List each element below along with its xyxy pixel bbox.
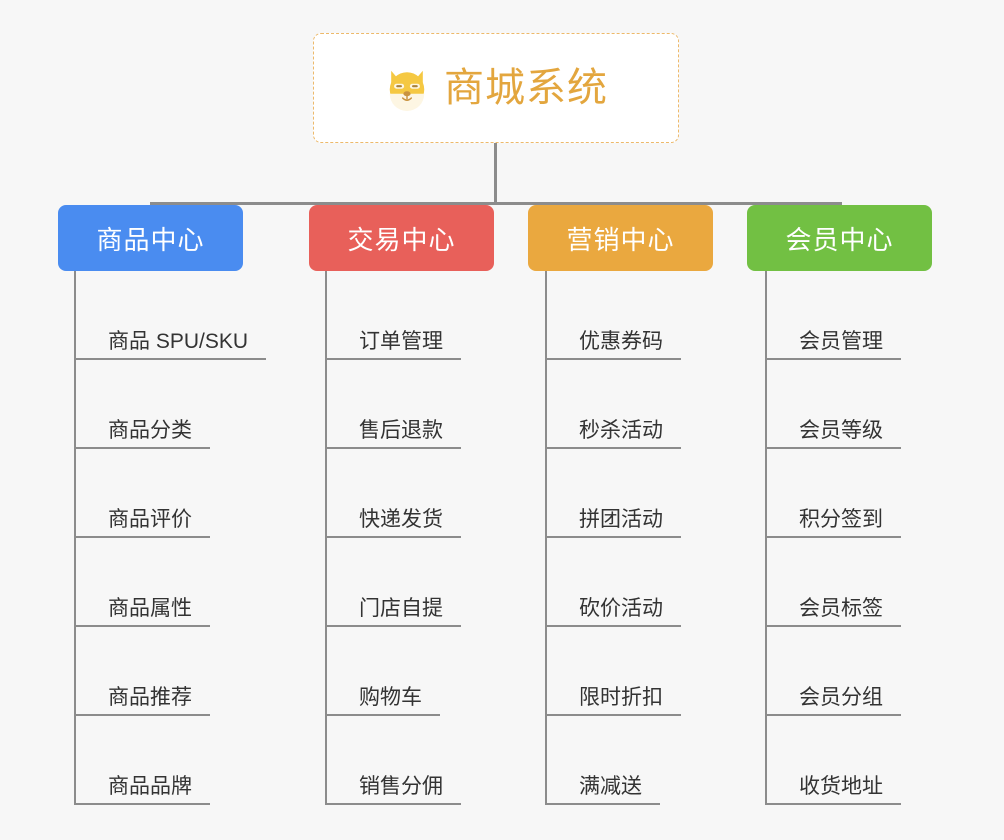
connector-horizontal-bus bbox=[150, 202, 840, 205]
shiba-dog-face-icon bbox=[389, 70, 425, 111]
branch-spine bbox=[74, 271, 76, 805]
category-box-2[interactable]: 交易中心 bbox=[309, 205, 494, 271]
leaf-item-label: 订单管理 bbox=[359, 330, 443, 353]
branch-spine bbox=[325, 271, 327, 805]
leaf-item-label: 商品 SPU/SKU bbox=[108, 330, 249, 353]
leaf-underline bbox=[765, 714, 901, 716]
leaf-item-label: 商品推荐 bbox=[108, 686, 192, 709]
leaf-item-label: 积分签到 bbox=[799, 508, 883, 531]
leaf-underline bbox=[74, 714, 210, 716]
leaf-item[interactable]: 优惠券码 bbox=[545, 271, 681, 360]
leaf-item[interactable]: 收货地址 bbox=[765, 716, 901, 805]
leaf-item-label: 秒杀活动 bbox=[579, 419, 663, 442]
category-label: 商品中心 bbox=[96, 224, 205, 255]
leaf-underline bbox=[74, 358, 267, 360]
leaf-item-label: 商品属性 bbox=[108, 597, 192, 620]
category-label: 会员中心 bbox=[785, 224, 894, 255]
category-label: 交易中心 bbox=[347, 224, 456, 255]
leaf-item-label: 会员标签 bbox=[799, 597, 883, 620]
leaf-item-label: 购物车 bbox=[359, 686, 422, 709]
leaf-item[interactable]: 秒杀活动 bbox=[545, 360, 681, 449]
leaf-underline bbox=[74, 447, 210, 449]
leaf-underline bbox=[325, 358, 461, 360]
leaf-item[interactable]: 会员管理 bbox=[765, 271, 901, 360]
leaf-item[interactable]: 销售分佣 bbox=[325, 716, 461, 805]
leaf-item[interactable]: 商品品牌 bbox=[74, 716, 210, 805]
category-box-3[interactable]: 营销中心 bbox=[528, 205, 713, 271]
leaf-item-label: 售后退款 bbox=[359, 419, 443, 442]
leaf-underline bbox=[545, 803, 660, 805]
root-title: 商城系统 bbox=[444, 66, 608, 110]
leaf-item[interactable]: 积分签到 bbox=[765, 449, 901, 538]
leaf-item[interactable]: 满减送 bbox=[545, 716, 660, 805]
branch-spine bbox=[765, 271, 767, 805]
leaf-item[interactable]: 限时折扣 bbox=[545, 627, 681, 716]
root-node[interactable]: 商城系统 bbox=[313, 33, 679, 143]
category-label: 营销中心 bbox=[566, 224, 675, 255]
leaf-item[interactable]: 会员分组 bbox=[765, 627, 901, 716]
leaf-item-label: 快递发货 bbox=[359, 508, 443, 531]
leaf-item-label: 门店自提 bbox=[359, 597, 443, 620]
leaf-underline bbox=[325, 803, 461, 805]
leaf-item[interactable]: 门店自提 bbox=[325, 538, 461, 627]
leaf-item[interactable]: 会员标签 bbox=[765, 538, 901, 627]
leaf-underline bbox=[545, 625, 681, 627]
connector-root-stem bbox=[494, 143, 497, 205]
leaf-item[interactable]: 商品分类 bbox=[74, 360, 210, 449]
leaf-underline bbox=[545, 536, 681, 538]
leaf-item[interactable]: 砍价活动 bbox=[545, 538, 681, 627]
leaf-underline bbox=[325, 625, 461, 627]
leaf-item-label: 优惠券码 bbox=[579, 330, 663, 353]
leaf-item[interactable]: 会员等级 bbox=[765, 360, 901, 449]
leaf-item[interactable]: 订单管理 bbox=[325, 271, 461, 360]
leaf-item-label: 销售分佣 bbox=[359, 775, 443, 798]
branch-spine bbox=[545, 271, 547, 805]
leaf-item-label: 会员分组 bbox=[799, 686, 883, 709]
leaf-item-label: 商品评价 bbox=[108, 508, 192, 531]
leaf-underline bbox=[74, 536, 210, 538]
leaf-underline bbox=[765, 803, 901, 805]
leaf-item[interactable]: 商品 SPU/SKU bbox=[74, 271, 267, 360]
category-box-4[interactable]: 会员中心 bbox=[747, 205, 932, 271]
leaf-underline bbox=[325, 536, 461, 538]
leaf-underline bbox=[765, 625, 901, 627]
leaf-item[interactable]: 售后退款 bbox=[325, 360, 461, 449]
category-box-1[interactable]: 商品中心 bbox=[58, 205, 243, 271]
leaf-item-label: 限时折扣 bbox=[579, 686, 663, 709]
leaf-item[interactable]: 快递发货 bbox=[325, 449, 461, 538]
leaf-underline bbox=[765, 447, 901, 449]
leaf-item-label: 砍价活动 bbox=[579, 597, 663, 620]
leaf-underline bbox=[74, 803, 210, 805]
leaf-underline bbox=[765, 358, 901, 360]
leaf-underline bbox=[325, 714, 440, 716]
leaf-item[interactable]: 商品评价 bbox=[74, 449, 210, 538]
leaf-underline bbox=[74, 625, 210, 627]
leaf-item-label: 收货地址 bbox=[799, 775, 883, 798]
leaf-underline bbox=[325, 447, 461, 449]
leaf-underline bbox=[545, 358, 681, 360]
leaf-item-label: 商品品牌 bbox=[108, 775, 192, 798]
leaf-underline bbox=[545, 714, 681, 716]
leaf-item-label: 会员管理 bbox=[799, 330, 883, 353]
leaf-item[interactable]: 拼团活动 bbox=[545, 449, 681, 538]
leaf-item-label: 满减送 bbox=[579, 775, 642, 798]
leaf-item[interactable]: 商品推荐 bbox=[74, 627, 210, 716]
leaf-item[interactable]: 商品属性 bbox=[74, 538, 210, 627]
leaf-item-label: 拼团活动 bbox=[579, 508, 663, 531]
leaf-item-label: 会员等级 bbox=[799, 419, 883, 442]
leaf-underline bbox=[765, 536, 901, 538]
leaf-item-label: 商品分类 bbox=[108, 419, 192, 442]
leaf-item[interactable]: 购物车 bbox=[325, 627, 440, 716]
leaf-underline bbox=[545, 447, 681, 449]
